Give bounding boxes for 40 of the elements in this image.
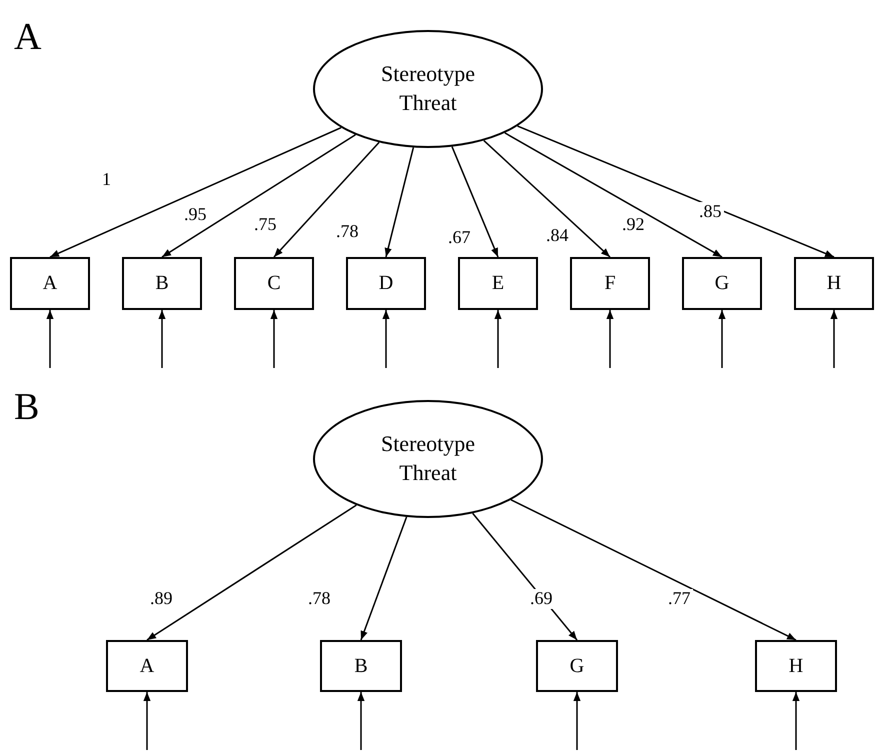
- arrow: [360, 516, 408, 640]
- arrow: [273, 142, 380, 258]
- arrow: [510, 499, 796, 641]
- indicator-box: H: [794, 257, 874, 310]
- latent-variable-ellipse: Stereotype Threat: [313, 400, 543, 518]
- arrow: [50, 126, 342, 258]
- indicator-box: H: [755, 640, 837, 692]
- arrow: [143, 692, 151, 750]
- arrow: [494, 310, 502, 368]
- panel-label: A: [14, 18, 42, 56]
- arrow: [162, 134, 356, 258]
- arrow: [830, 310, 838, 368]
- arrow: [384, 147, 414, 258]
- indicator-box: A: [10, 257, 90, 310]
- panel-label: B: [14, 388, 40, 426]
- arrow: [517, 125, 834, 258]
- arrow: [382, 310, 390, 368]
- indicator-box: G: [536, 640, 618, 692]
- indicator-box: D: [346, 257, 426, 310]
- indicator-box: B: [122, 257, 202, 310]
- arrow: [573, 692, 581, 750]
- arrow: [792, 692, 800, 750]
- indicator-box: A: [106, 640, 188, 692]
- indicator-box: B: [320, 640, 402, 692]
- arrow: [451, 146, 499, 258]
- arrow: [146, 504, 357, 641]
- arrow: [158, 310, 166, 368]
- indicator-box: F: [570, 257, 650, 310]
- arrow: [718, 310, 726, 368]
- arrow: [606, 310, 614, 368]
- arrow: [357, 692, 365, 750]
- indicator-box: G: [682, 257, 762, 310]
- arrow: [504, 132, 722, 258]
- arrow: [270, 310, 278, 368]
- arrow: [483, 140, 610, 258]
- indicator-box: C: [234, 257, 314, 310]
- indicator-box: E: [458, 257, 538, 310]
- latent-variable-ellipse: Stereotype Threat: [313, 30, 543, 148]
- arrow: [46, 310, 54, 368]
- edge-label: .69: [528, 589, 554, 609]
